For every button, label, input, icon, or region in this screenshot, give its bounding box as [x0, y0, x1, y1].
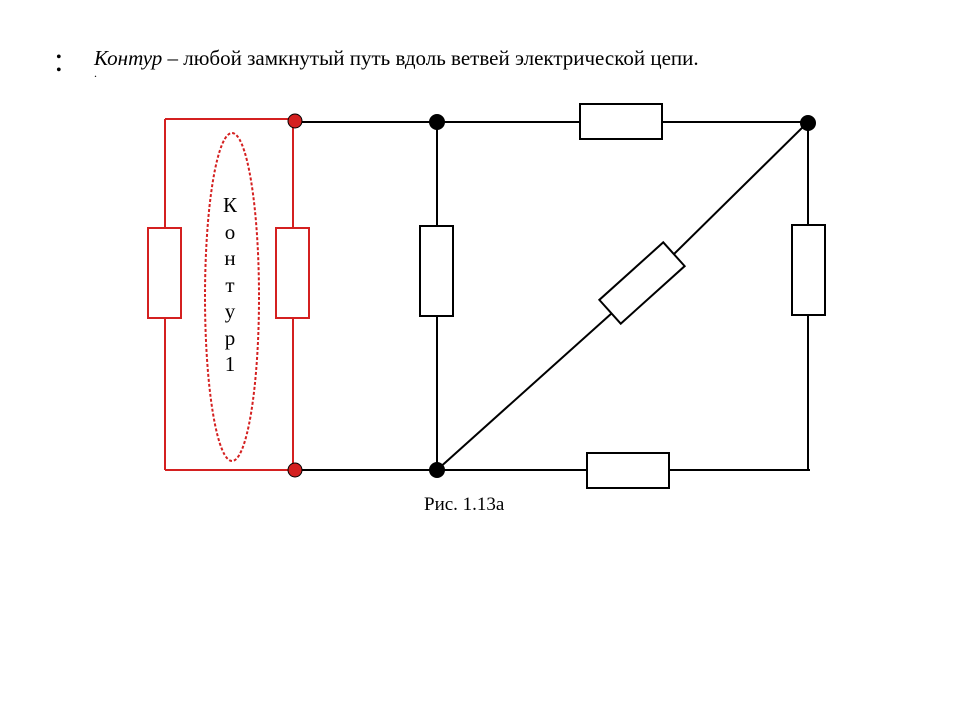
node-middle-bottom — [429, 462, 445, 478]
wire-diagonal-upper — [671, 121, 809, 257]
resistor-bottom — [586, 452, 670, 489]
empty-bullet-item: • . — [56, 62, 916, 81]
node-right-top — [800, 115, 816, 131]
contour-label: К о н т у р 1 — [222, 193, 237, 376]
contour-1-loop — [147, 118, 310, 471]
circuit-nodes — [287, 113, 816, 478]
contour-dashed-ellipse — [204, 132, 260, 462]
contour-resistor-left — [147, 227, 182, 319]
definition-list: • Контур – любой замкнутый путь вдоль ве… — [56, 44, 916, 80]
contour-resistor-right — [275, 227, 310, 319]
definition-item: • Контур – любой замкнутый путь вдоль ве… — [56, 44, 916, 72]
resistor-middle — [419, 225, 454, 317]
node-left-bottom — [287, 462, 303, 478]
figure-caption: Рис. 1.13а — [424, 494, 505, 515]
black-resistors — [419, 103, 826, 489]
resistor-right — [791, 224, 826, 316]
definition-term: Контур — [94, 46, 163, 70]
second-bullet-text: . — [94, 66, 97, 80]
node-middle-top — [429, 114, 445, 130]
node-left-top — [287, 113, 303, 129]
bullet-icon: • — [56, 49, 62, 66]
resistor-top — [579, 103, 663, 140]
bullet-icon: • — [56, 62, 62, 79]
wire-diagonal-lower — [436, 312, 613, 471]
circuit-wires — [295, 121, 810, 471]
definition-text: – любой замкнутый путь вдоль ветвей элек… — [162, 46, 699, 70]
resistor-diagonal — [597, 240, 687, 326]
